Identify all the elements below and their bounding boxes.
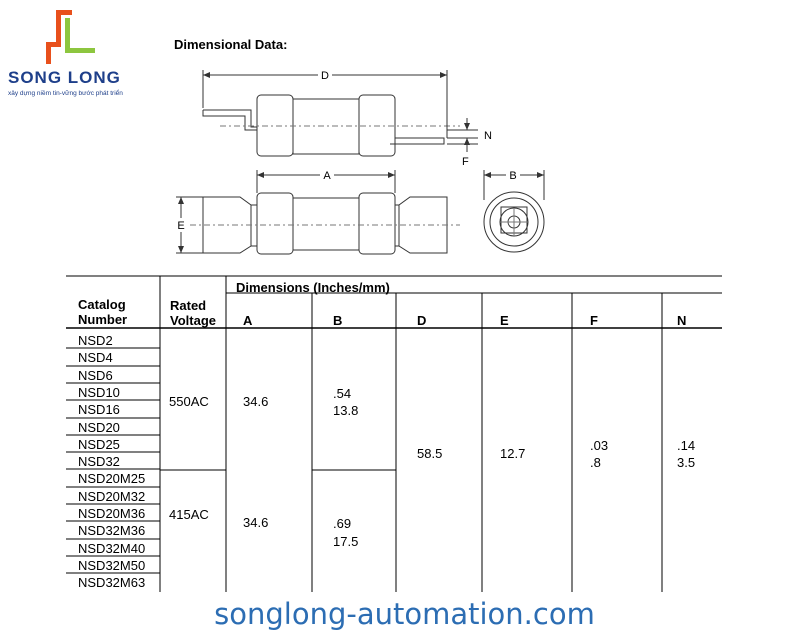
f-inch-value: .03 — [590, 438, 609, 453]
b-inch-group2: .69 — [333, 516, 352, 531]
b-mm-group2: 17.5 — [333, 534, 359, 549]
dimension-table-grid — [66, 275, 722, 592]
catalog-number-cell: NSD20M25 — [78, 471, 146, 487]
voltage-header-line2: Voltage — [170, 313, 216, 328]
a-value-group1: 34.6 — [243, 394, 269, 409]
catalog-number-cell: NSD32M40 — [78, 540, 146, 556]
label-f: F — [462, 156, 469, 168]
voltage-415ac: 415AC — [169, 507, 209, 522]
e-value: 12.7 — [500, 446, 526, 461]
logo-brand-name: SONG LONG — [8, 68, 121, 87]
col-header-a: A — [243, 313, 253, 328]
catalog-number-cell: NSD6 — [78, 367, 113, 383]
catalog-number-cell: NSD32M50 — [78, 557, 146, 573]
voltage-550ac: 550AC — [169, 394, 209, 409]
catalog-number-cell: NSD2 — [78, 333, 113, 348]
d-value: 58.5 — [417, 446, 443, 461]
label-d: D — [321, 70, 329, 82]
catalog-number-cell: NSD20 — [78, 419, 120, 435]
catalog-number-cell: NSD16 — [78, 402, 120, 418]
fuse-end-view — [483, 170, 545, 253]
label-a: A — [323, 170, 331, 182]
logo-tagline: xây dựng niềm tin-vững bước phát triển — [8, 90, 123, 97]
catalog-number-cell: NSD20M32 — [78, 488, 146, 504]
label-n: N — [484, 130, 492, 142]
logo-s-shape — [46, 10, 72, 64]
voltage-header-line1: Rated — [170, 298, 207, 313]
footer-website-url[interactable]: songlong-automation.com — [214, 597, 595, 631]
col-header-n: N — [677, 313, 687, 328]
songlong-logo-mark — [46, 10, 95, 64]
catalog-number-cell: NSD25 — [78, 436, 120, 452]
n-mm-value: 3.5 — [677, 455, 696, 470]
catalog-number-cell: NSD10 — [78, 384, 120, 400]
fuse-front-view — [176, 170, 460, 255]
fuse-dimension-drawing: D N F A B E — [175, 68, 545, 255]
catalog-number-cell: NSD32M36 — [78, 523, 146, 539]
f-mm-value: .8 — [590, 455, 601, 470]
label-e: E — [177, 220, 184, 232]
col-header-e: E — [500, 313, 509, 328]
b-mm-group1: 13.8 — [333, 403, 359, 418]
col-header-b: B — [333, 313, 343, 328]
col-header-f: F — [590, 313, 598, 328]
catalog-number-cell: NSD4 — [78, 350, 113, 366]
a-value-group2: 34.6 — [243, 515, 269, 530]
catalog-number-cell: NSD32M63 — [78, 575, 146, 591]
catalog-number-cell: NSD20M36 — [78, 506, 146, 521]
label-b: B — [509, 170, 516, 182]
catalog-number-cell: NSD32 — [78, 454, 120, 470]
logo-l-shape — [65, 18, 95, 53]
dimensions-group-header: Dimensions (Inches/mm) — [236, 280, 390, 295]
col-header-d: D — [417, 313, 427, 328]
b-inch-group1: .54 — [333, 386, 352, 401]
catalog-header-line1: Catalog — [78, 297, 126, 312]
catalog-header-line2: Number — [78, 312, 128, 327]
section-title: Dimensional Data: — [174, 37, 288, 52]
n-inch-value: .14 — [677, 438, 696, 453]
